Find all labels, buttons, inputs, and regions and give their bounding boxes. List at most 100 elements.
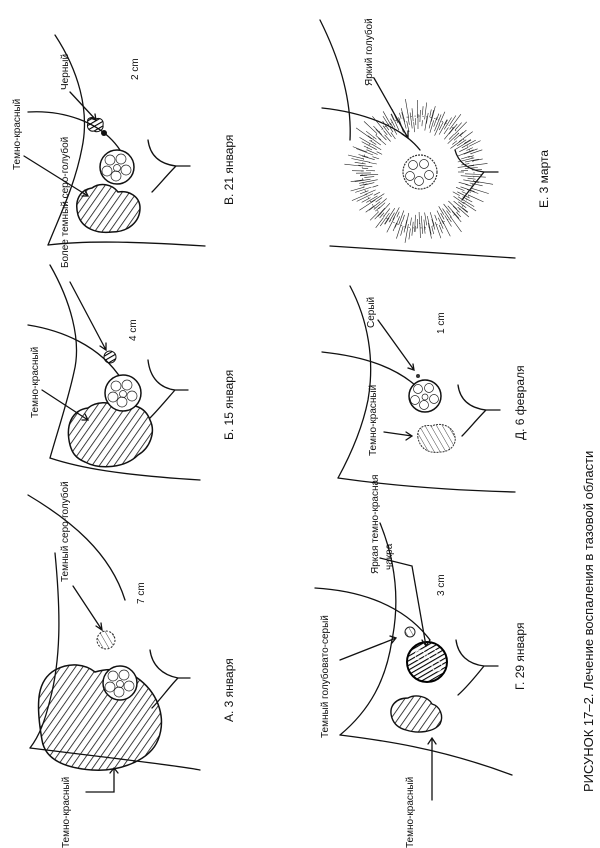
energy-ray [431,226,434,235]
energy-ray [453,200,468,213]
energy-ray [359,179,378,184]
energy-ray [383,130,388,136]
energy-ray [392,222,397,232]
energy-ray [375,129,387,141]
energy-ray [457,206,470,218]
energy-ray [436,210,444,225]
energy-ray [366,195,378,203]
pelvis-outline [27,111,121,151]
energy-ray [363,182,375,186]
callout-arrow [427,736,437,801]
energy-ray [430,106,436,122]
callout-arrow [72,585,103,632]
energy-ray [390,118,396,128]
energy-ray [450,140,462,149]
energy-ray [471,188,489,194]
panel-f: Яркий голубой Е. 3 марта [319,18,551,259]
body-outline [329,245,516,259]
energy-ray [382,115,394,133]
body-outline [47,241,206,247]
energy-ray [438,111,446,126]
energy-ray [452,191,460,196]
energy-ray [378,138,387,146]
energy-ray [410,217,412,226]
pelvis-outline [457,384,501,437]
inflammation-mass [390,695,443,733]
body-outline [339,734,513,776]
callout-arrow [69,91,97,121]
energy-ray [427,215,432,235]
energy-ray [398,210,405,225]
energy-ray [379,212,385,219]
top-label: Темный серо-голубой [59,481,71,582]
energy-ray [458,201,467,209]
energy-ray [461,139,476,149]
energy-ray [419,222,421,239]
energy-field [361,115,475,229]
energy-ray [463,179,480,183]
body-outline [49,457,201,481]
energy-ray [375,206,380,212]
top-label: Темный голубовато-серый [319,615,331,738]
size-label: 4 cm [128,319,139,341]
energy-ray [443,117,452,130]
energy-ray [454,122,462,131]
energy-ray [355,127,372,140]
body-outline [319,19,351,141]
panel-b: Более темный серо-голубой 4 cm Темно-кра… [27,137,236,481]
chakra-icon [406,641,448,683]
energy-ray [447,133,459,144]
pelvis-outline [27,494,126,601]
energy-ray [442,208,452,223]
bottom-label: Темно-красный [30,347,41,418]
energy-ray [447,205,460,219]
energy-ray [354,162,366,165]
energy-ray [370,193,385,203]
energy-ray [466,189,479,194]
bottom-label: Темно-красный [405,777,416,848]
energy-ray [358,164,373,168]
energy-ray [464,173,483,175]
energy-ray [438,206,445,215]
size-label: 3 cm [436,574,447,596]
energy-ray [375,135,382,141]
energy-ray [462,201,477,212]
callout-arrow [373,77,409,140]
pelvis-outline [454,149,499,201]
energy-ray [457,157,475,163]
energy-ray [359,199,376,211]
energy-ray [350,186,365,192]
energy-ray [448,134,455,140]
energy-ray [372,185,379,188]
energy-ray [449,114,462,130]
energy-ray [466,147,473,151]
energy-ray [361,141,377,150]
energy-ray [351,194,366,201]
energy-ray [460,186,475,192]
energy-ray [376,151,383,155]
pelvis-outline [147,139,191,193]
energy-ray [377,202,391,217]
energy-ray [409,112,413,129]
energy-ray [444,215,452,227]
energy-ray [423,219,426,230]
energy-ray [382,125,392,138]
energy-ray [428,109,434,129]
energy-ray [356,193,374,202]
energy-ray [384,217,390,225]
congestion-spot [96,630,116,650]
energy-ray [382,120,390,131]
energy-ray [371,143,382,151]
chakra-label: Яркая темно-красная [370,475,381,574]
figure-caption: РИСУНОК 17–2. Лечение воспаления в тазов… [581,451,596,792]
energy-ray [347,154,364,160]
energy-ray [382,111,392,126]
energy-ray [363,145,373,151]
energy-ray [369,211,379,221]
energy-ray [438,121,444,131]
energy-ray [429,109,432,118]
energy-ray [429,212,435,226]
energy-ray [431,218,436,230]
congestion-spot [416,374,420,378]
panel-caption: Е. 3 марта [537,150,551,208]
